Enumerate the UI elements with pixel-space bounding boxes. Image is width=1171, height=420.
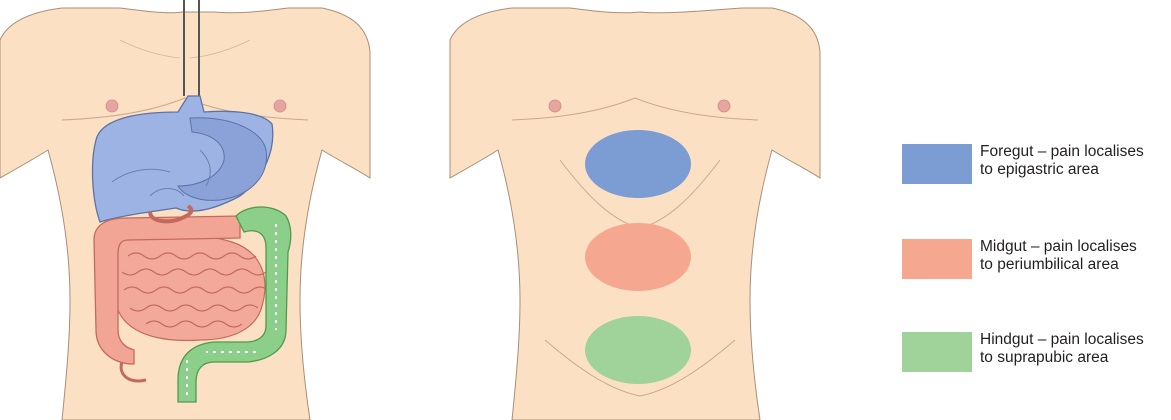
foregut-label-line2: to epigastric area xyxy=(980,161,1170,179)
legend-item-hindgut: Hindgut – pain localises to suprapubic a… xyxy=(902,331,1162,375)
hindgut-swatch xyxy=(902,332,972,372)
nipple-right-a xyxy=(549,100,561,112)
foregut-region xyxy=(585,130,691,198)
midgut-label: Midgut – pain localises to periumbilical… xyxy=(980,238,1170,274)
midgut-swatch xyxy=(902,239,972,279)
nipple-left-a xyxy=(106,100,118,112)
midgut-region xyxy=(585,223,691,291)
nipple-left-b xyxy=(274,100,286,112)
hindgut-label-line1: Hindgut – pain localises xyxy=(980,331,1170,349)
midgut-label-line1: Midgut – pain localises xyxy=(980,238,1170,256)
hindgut-label-line2: to suprapubic area xyxy=(980,349,1170,367)
foregut-label: Foregut – pain localises to epigastric a… xyxy=(980,143,1170,179)
hindgut-region xyxy=(585,316,691,384)
legend-item-foregut: Foregut – pain localises to epigastric a… xyxy=(902,143,1162,187)
foregut-swatch xyxy=(902,144,972,184)
foregut-label-line1: Foregut – pain localises xyxy=(980,143,1170,161)
hindgut-label: Hindgut – pain localises to suprapubic a… xyxy=(980,331,1170,367)
legend-item-midgut: Midgut – pain localises to periumbilical… xyxy=(902,238,1162,282)
midgut-label-line2: to periumbilical area xyxy=(980,256,1170,274)
torso-right xyxy=(450,8,820,420)
nipple-right-b xyxy=(718,100,730,112)
torso-left xyxy=(0,0,370,420)
